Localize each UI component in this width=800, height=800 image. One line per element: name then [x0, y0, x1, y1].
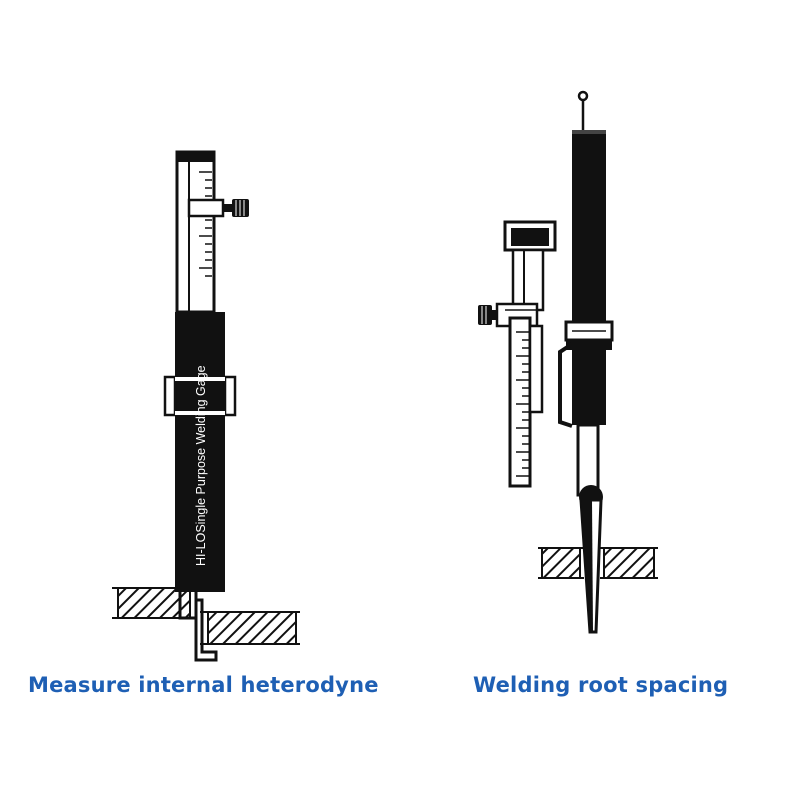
thumb-screw-icon: [232, 199, 249, 217]
spacing-wedge: [579, 498, 603, 634]
top-pin: [577, 90, 589, 132]
left-workpiece: [112, 587, 300, 645]
left-slider-clamp: [187, 198, 232, 218]
root-spacing-gauge: [478, 90, 658, 634]
right-gauge-body: [572, 130, 606, 425]
caption-welding-root-spacing: Welding root spacing: [473, 673, 729, 697]
right-workpiece: [538, 547, 658, 579]
right-body-band: [564, 320, 614, 350]
right-scale-ticks: [516, 331, 530, 477]
caption-measure-internal-heterodyne: Measure internal heterodyne: [28, 673, 379, 697]
right-side-scale: [495, 220, 557, 488]
gauge-body-label: HI-LOSingle Purpose Welding Gage: [194, 365, 208, 566]
left-gauge-body: [175, 312, 225, 592]
left-body-band: [163, 375, 237, 417]
right-lower-shaft: [576, 423, 600, 497]
left-probe-foot: [178, 592, 218, 662]
side-thumb-screw-icon: [478, 305, 498, 325]
left-scale-rod: [175, 150, 216, 314]
lower-plate: [207, 611, 297, 645]
hi-lo-gauge: HI-LOSingle Purpose Welding Gage: [112, 150, 300, 662]
right-side-bracket: [558, 342, 574, 428]
